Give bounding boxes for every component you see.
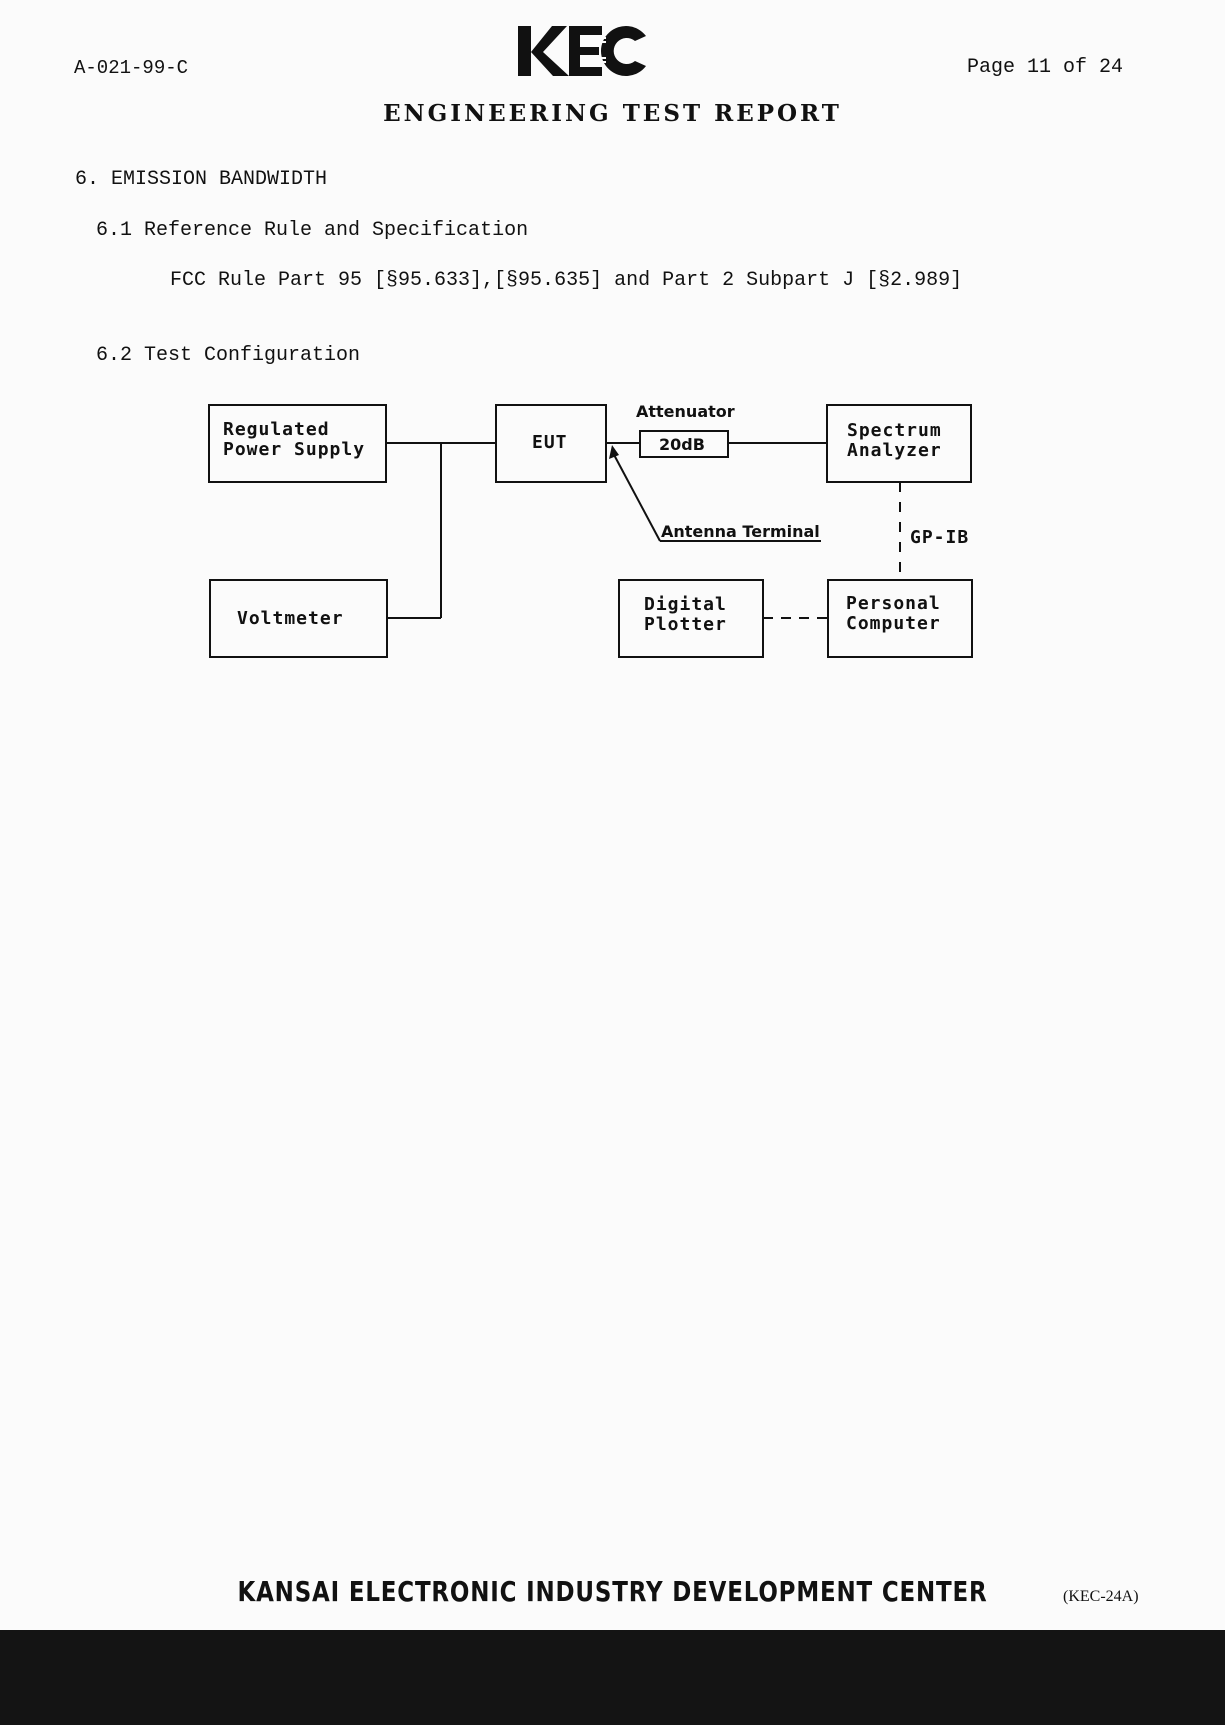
gpib-label: GP-IB xyxy=(910,527,970,548)
attenuator-box: 20dB xyxy=(639,430,729,458)
organization-name: KANSAI ELECTRONIC INDUSTRY DEVELOPMENT C… xyxy=(237,1575,988,1608)
scan-bottom-band xyxy=(0,1630,1225,1725)
spectrum-analyzer-box: Spectrum Analyzer xyxy=(826,404,972,483)
power-supply-label: Regulated Power Supply xyxy=(223,419,366,460)
test-configuration-diagram: Regulated Power Supply EUT Attenuator 20… xyxy=(200,395,990,675)
subsection-heading-test-configuration: 6.2 Test Configuration xyxy=(96,344,361,367)
antenna-terminal-label: Antenna Terminal xyxy=(661,522,820,541)
voltmeter-box: Voltmeter xyxy=(209,579,388,658)
regulated-power-supply-box: Regulated Power Supply xyxy=(208,404,387,483)
eut-label: EUT xyxy=(532,432,568,453)
attenuator-value: 20dB xyxy=(659,435,705,454)
form-code: (KEC-24A) xyxy=(1063,1588,1139,1605)
eut-box: EUT xyxy=(495,404,607,483)
document-id: A-021-99-C xyxy=(74,57,189,79)
digital-plotter-box: Digital Plotter xyxy=(618,579,764,658)
attenuator-label: Attenuator xyxy=(636,402,735,421)
connection-lines xyxy=(387,442,901,619)
personal-computer-label: Personal Computer xyxy=(846,593,941,634)
report-title: ENGINEERING TEST REPORT xyxy=(383,100,842,127)
digital-plotter-label: Digital Plotter xyxy=(644,594,727,635)
kec-logo xyxy=(518,26,646,76)
report-page xyxy=(0,0,1225,1630)
fcc-rule-reference: FCC Rule Part 95 [§95.633],[§95.635] and… xyxy=(170,269,963,292)
subsection-heading-reference-rule: 6.1 Reference Rule and Specification xyxy=(96,219,529,242)
section-heading-emission-bandwidth: 6. EMISSION BANDWIDTH xyxy=(75,168,328,191)
voltmeter-label: Voltmeter xyxy=(237,608,344,629)
personal-computer-box: Personal Computer xyxy=(827,579,973,658)
page-number: Page 11 of 24 xyxy=(967,56,1124,79)
spectrum-analyzer-label: Spectrum Analyzer xyxy=(847,420,942,461)
